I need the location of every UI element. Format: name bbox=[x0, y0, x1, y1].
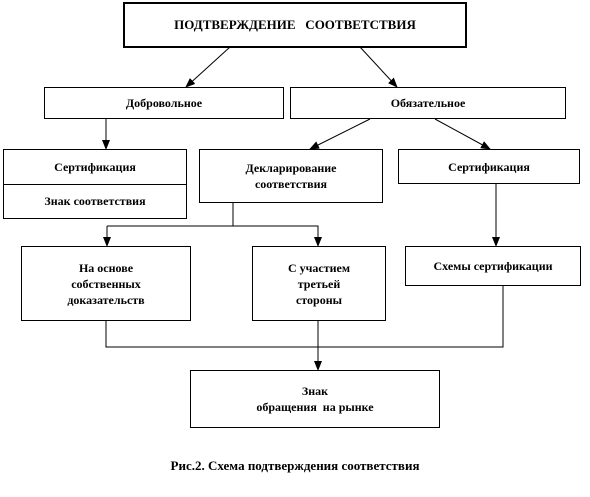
root-box: ПОДТВЕРЖДЕНИЕ СООТВЕТСТВИЯ bbox=[123, 2, 467, 48]
third-party-line-1: С участием bbox=[287, 260, 351, 275]
certification-schemes-label: Схемы сертификации bbox=[433, 259, 553, 273]
mandatory-certification-label: Сертификация bbox=[448, 159, 530, 174]
arrow-to-third-party bbox=[233, 225, 322, 247]
market-mark-line-2: обращения на рынке bbox=[256, 400, 374, 414]
conformity-mark-label: Знак соответствия bbox=[4, 183, 186, 219]
voluntary-certification-box: Сертификация Знак соответствия bbox=[3, 149, 187, 219]
mandatory-label: Обязательное bbox=[390, 96, 466, 110]
voluntary-label: Добровольное bbox=[125, 96, 203, 110]
declaration-line-2: соответствия bbox=[254, 177, 328, 191]
mandatory-box: Обязательное bbox=[290, 87, 566, 119]
arrow-mandatory-cert bbox=[434, 118, 491, 150]
own-evidence-box: На основе собственных доказательств bbox=[21, 246, 191, 321]
third-party-line-2: третьей bbox=[297, 276, 341, 291]
connector-bottom-merge bbox=[105, 286, 504, 348]
third-party-box: С участием третьей стороны bbox=[252, 246, 386, 321]
figure-caption: Рис.2. Схема подтверждения соответствия bbox=[170, 458, 420, 473]
root-label: ПОДТВЕРЖДЕНИЕ СООТВЕТСТВИЯ bbox=[174, 17, 416, 32]
declaration-line-1: Декларирование bbox=[245, 161, 337, 175]
own-evidence-line-2: собственных bbox=[71, 276, 141, 291]
arrow-mandatory-declaration bbox=[309, 118, 371, 150]
own-evidence-line-1: На основе bbox=[78, 260, 134, 275]
market-mark-line-1: Знак bbox=[301, 384, 329, 398]
third-party-line-3: стороны bbox=[295, 292, 343, 307]
arrow-root-voluntary bbox=[185, 46, 231, 88]
market-mark-box: Знак обращения на рынке bbox=[190, 370, 440, 428]
voluntary-certification-label: Сертификация bbox=[54, 159, 136, 174]
mandatory-certification-box: Сертификация bbox=[398, 149, 580, 184]
declaration-box: Декларирование соответствия bbox=[199, 149, 383, 203]
arrow-root-mandatory bbox=[359, 46, 398, 88]
own-evidence-line-3: доказательств bbox=[67, 292, 145, 307]
voluntary-box: Добровольное bbox=[44, 87, 284, 119]
certification-schemes-box: Схемы сертификации bbox=[405, 246, 581, 286]
